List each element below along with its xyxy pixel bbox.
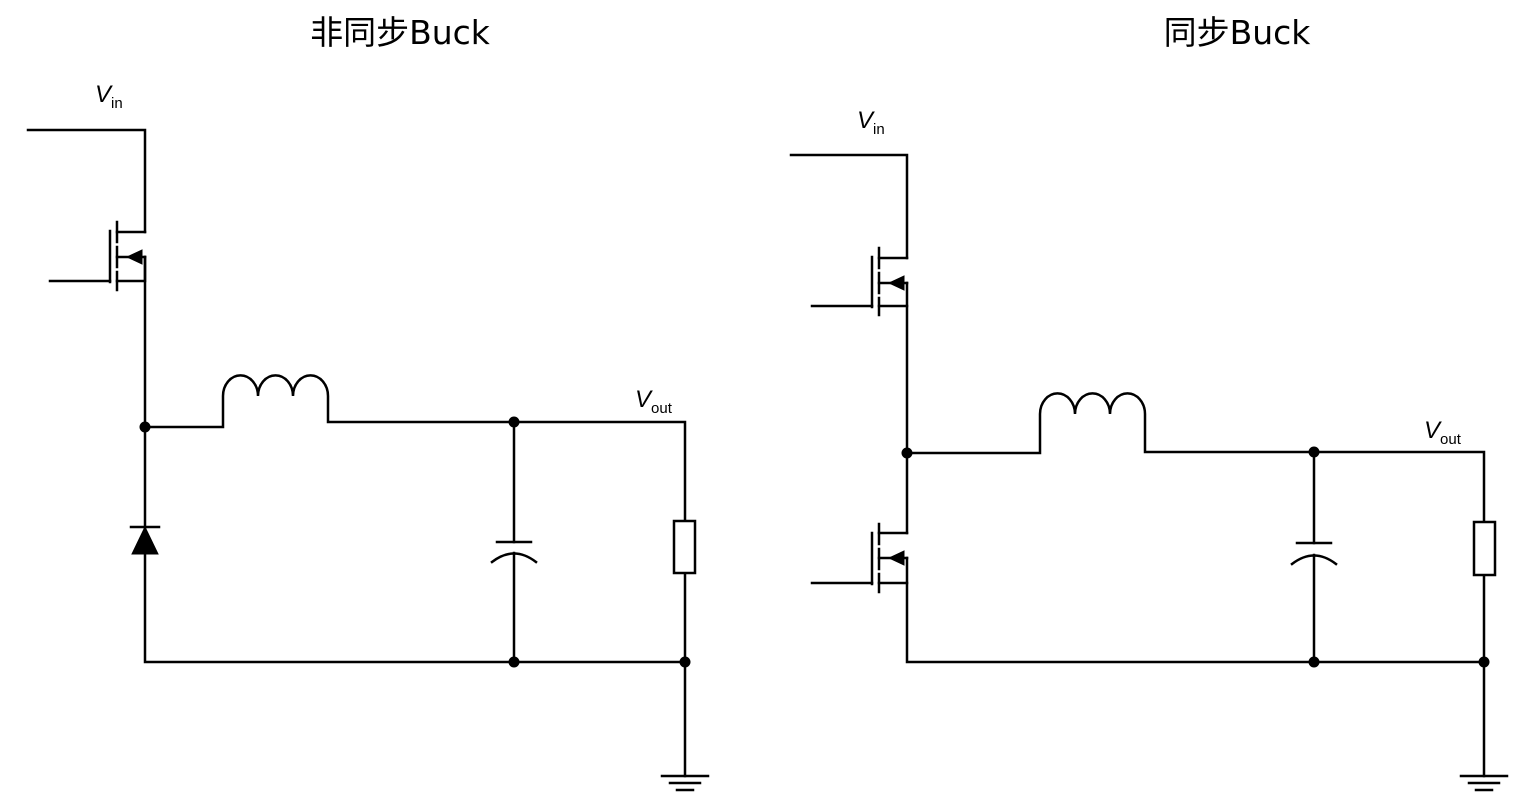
output-capacitor-right [1290, 450, 1338, 664]
freewheeling-diode [129, 425, 687, 664]
vin-label-left: Vin [95, 81, 123, 112]
vout-label-right: Vout [1424, 417, 1462, 448]
diagram-title-right: 同步Buck [1164, 13, 1312, 52]
inductor-right [905, 392, 1486, 664]
high-side-mosfet-right [810, 246, 909, 317]
vout-label-left: Vout [635, 386, 673, 417]
inductor-left [143, 374, 687, 664]
ground-symbol-left [660, 660, 710, 792]
low-side-mosfet-right [810, 522, 1486, 664]
diagram-title-left: 非同步Buck [310, 13, 491, 52]
synchronous-buck-diagram: 同步Buck Vin Vout [789, 13, 1509, 792]
cap-ground-node-left [508, 656, 520, 668]
high-side-mosfet-left [48, 220, 147, 292]
vin-label-right: Vin [857, 107, 885, 138]
cap-ground-node-right [1308, 656, 1320, 668]
non-synchronous-buck-diagram: 非同步Buck Vin Vout [26, 13, 710, 792]
ground-symbol-right [1459, 660, 1509, 792]
load-resistor-left [672, 519, 697, 575]
load-resistor-right [1472, 520, 1497, 577]
vin-wire-right [789, 153, 909, 260]
vin-wire-left [26, 128, 147, 234]
output-capacitor-left [490, 420, 538, 664]
